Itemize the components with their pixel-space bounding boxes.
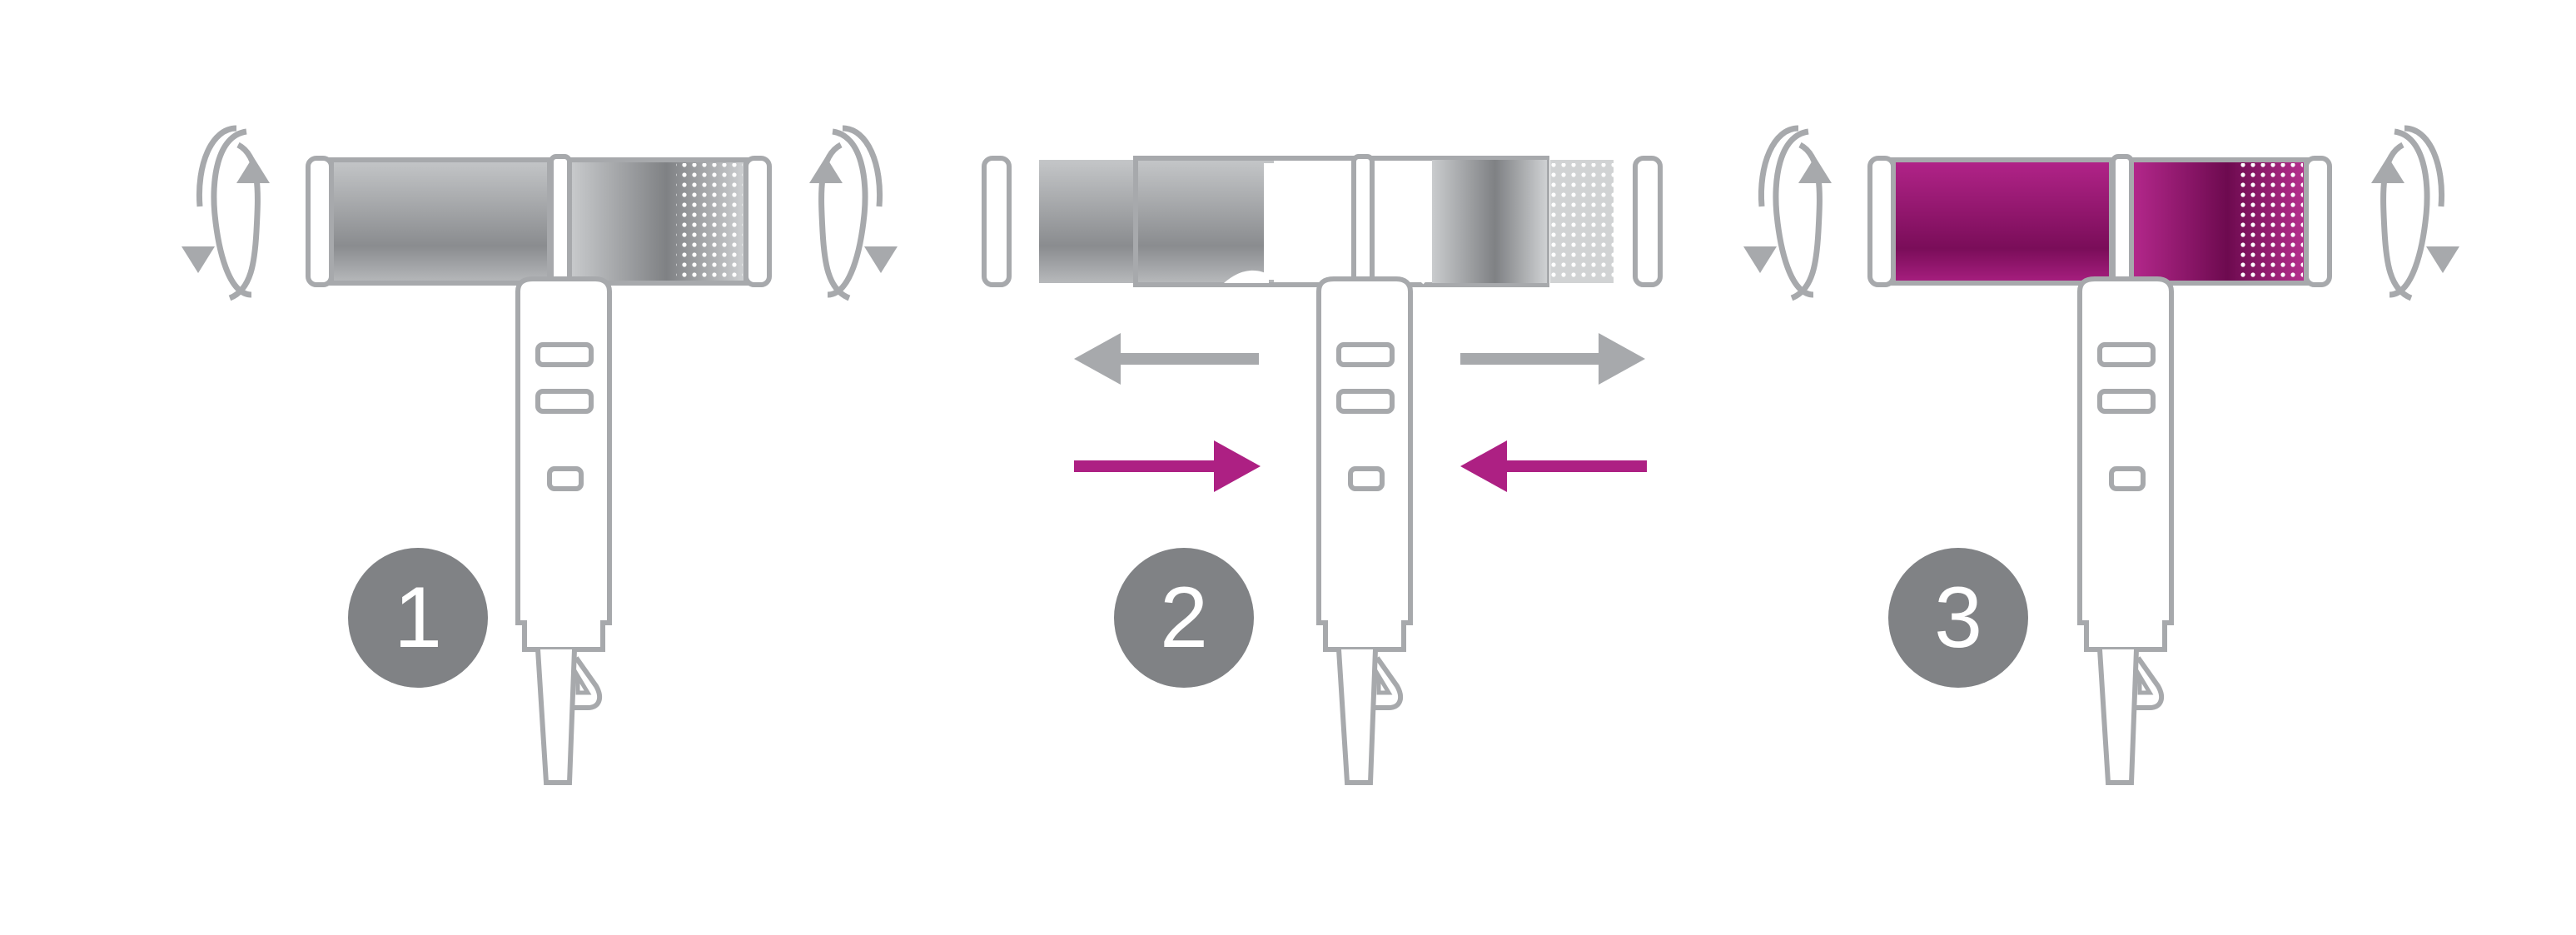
step-badge-1: 1 <box>348 548 488 688</box>
step-number: 1 <box>394 569 442 666</box>
step-1 <box>182 128 898 783</box>
rotate-arrows-right-icon <box>2371 128 2459 298</box>
handle-icon <box>1319 279 1410 783</box>
arrow-inward-left-icon <box>1460 440 1647 492</box>
step-number: 3 <box>1934 569 1982 666</box>
rotate-arrows-left-icon <box>182 128 270 298</box>
step-3 <box>1743 128 2459 783</box>
step-2 <box>982 154 1663 783</box>
rotate-arrows-left-icon <box>1743 128 1832 298</box>
handle-icon <box>518 279 609 783</box>
arrow-right-icon <box>1460 333 1645 385</box>
rotate-arrows-right-icon <box>809 128 898 298</box>
handle-icon <box>2080 279 2171 783</box>
step-number: 2 <box>1160 569 1208 666</box>
arrow-inward-right-icon <box>1074 440 1261 492</box>
arrow-left-icon <box>1074 333 1259 385</box>
step-badge-2: 2 <box>1114 548 1254 688</box>
step-badge-3: 3 <box>1888 548 2028 688</box>
